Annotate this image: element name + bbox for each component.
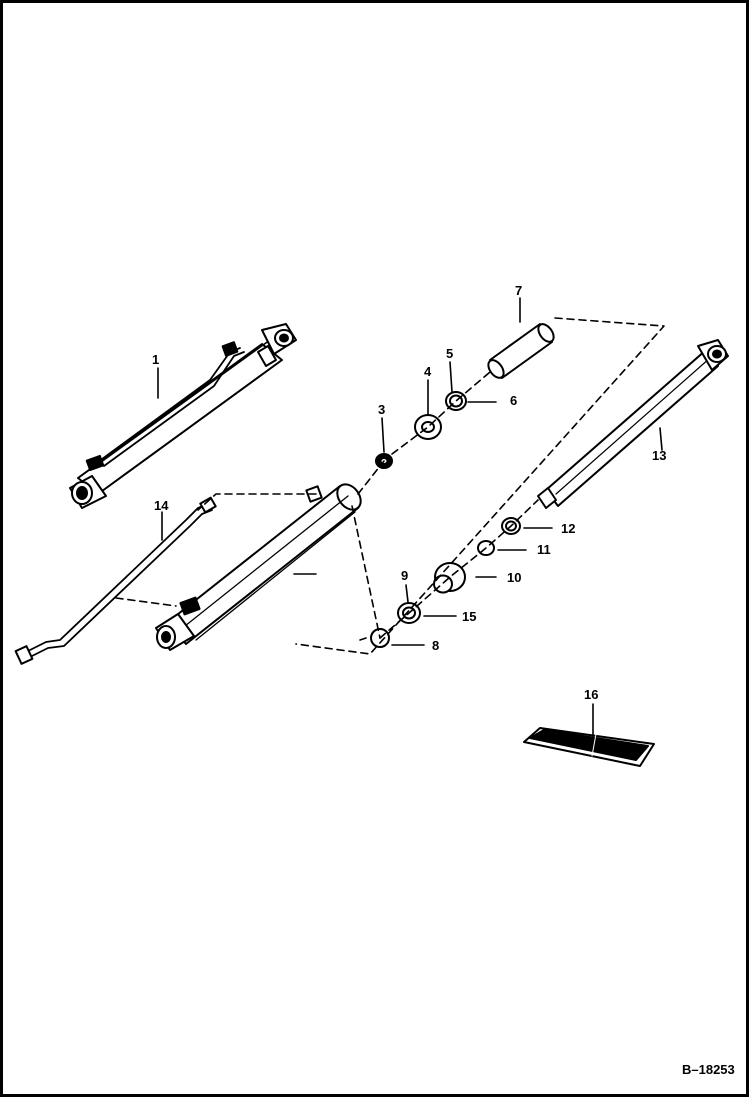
- callout-6: 6: [510, 393, 517, 408]
- assembled-cylinder: [69, 323, 297, 509]
- callout-14: 14: [154, 498, 169, 513]
- callout-13: 13: [652, 448, 666, 463]
- callout-15: 15: [462, 609, 476, 624]
- spacer-tube: [487, 323, 555, 379]
- callout-4: 4: [424, 364, 432, 379]
- callout-16: 16: [584, 687, 598, 702]
- leader-lines: [157, 297, 663, 737]
- cylinder-barrel: [155, 483, 362, 651]
- hose-tube: [14, 496, 217, 665]
- callout-8: 8: [432, 638, 439, 653]
- reference-number: B–18253: [682, 1062, 735, 1077]
- callout-10: 10: [507, 570, 521, 585]
- callout-12: 12: [561, 521, 575, 536]
- assembly-lines: [115, 317, 665, 655]
- seal-kit: [523, 727, 655, 767]
- callout-7: 7: [515, 283, 522, 298]
- callout-9: 9: [401, 568, 408, 583]
- callout-11: 11: [537, 542, 551, 557]
- piston-rod: [537, 339, 729, 509]
- callout-3: 3: [378, 402, 385, 417]
- callout-5: 5: [446, 346, 453, 361]
- callout-1: 1: [152, 352, 159, 367]
